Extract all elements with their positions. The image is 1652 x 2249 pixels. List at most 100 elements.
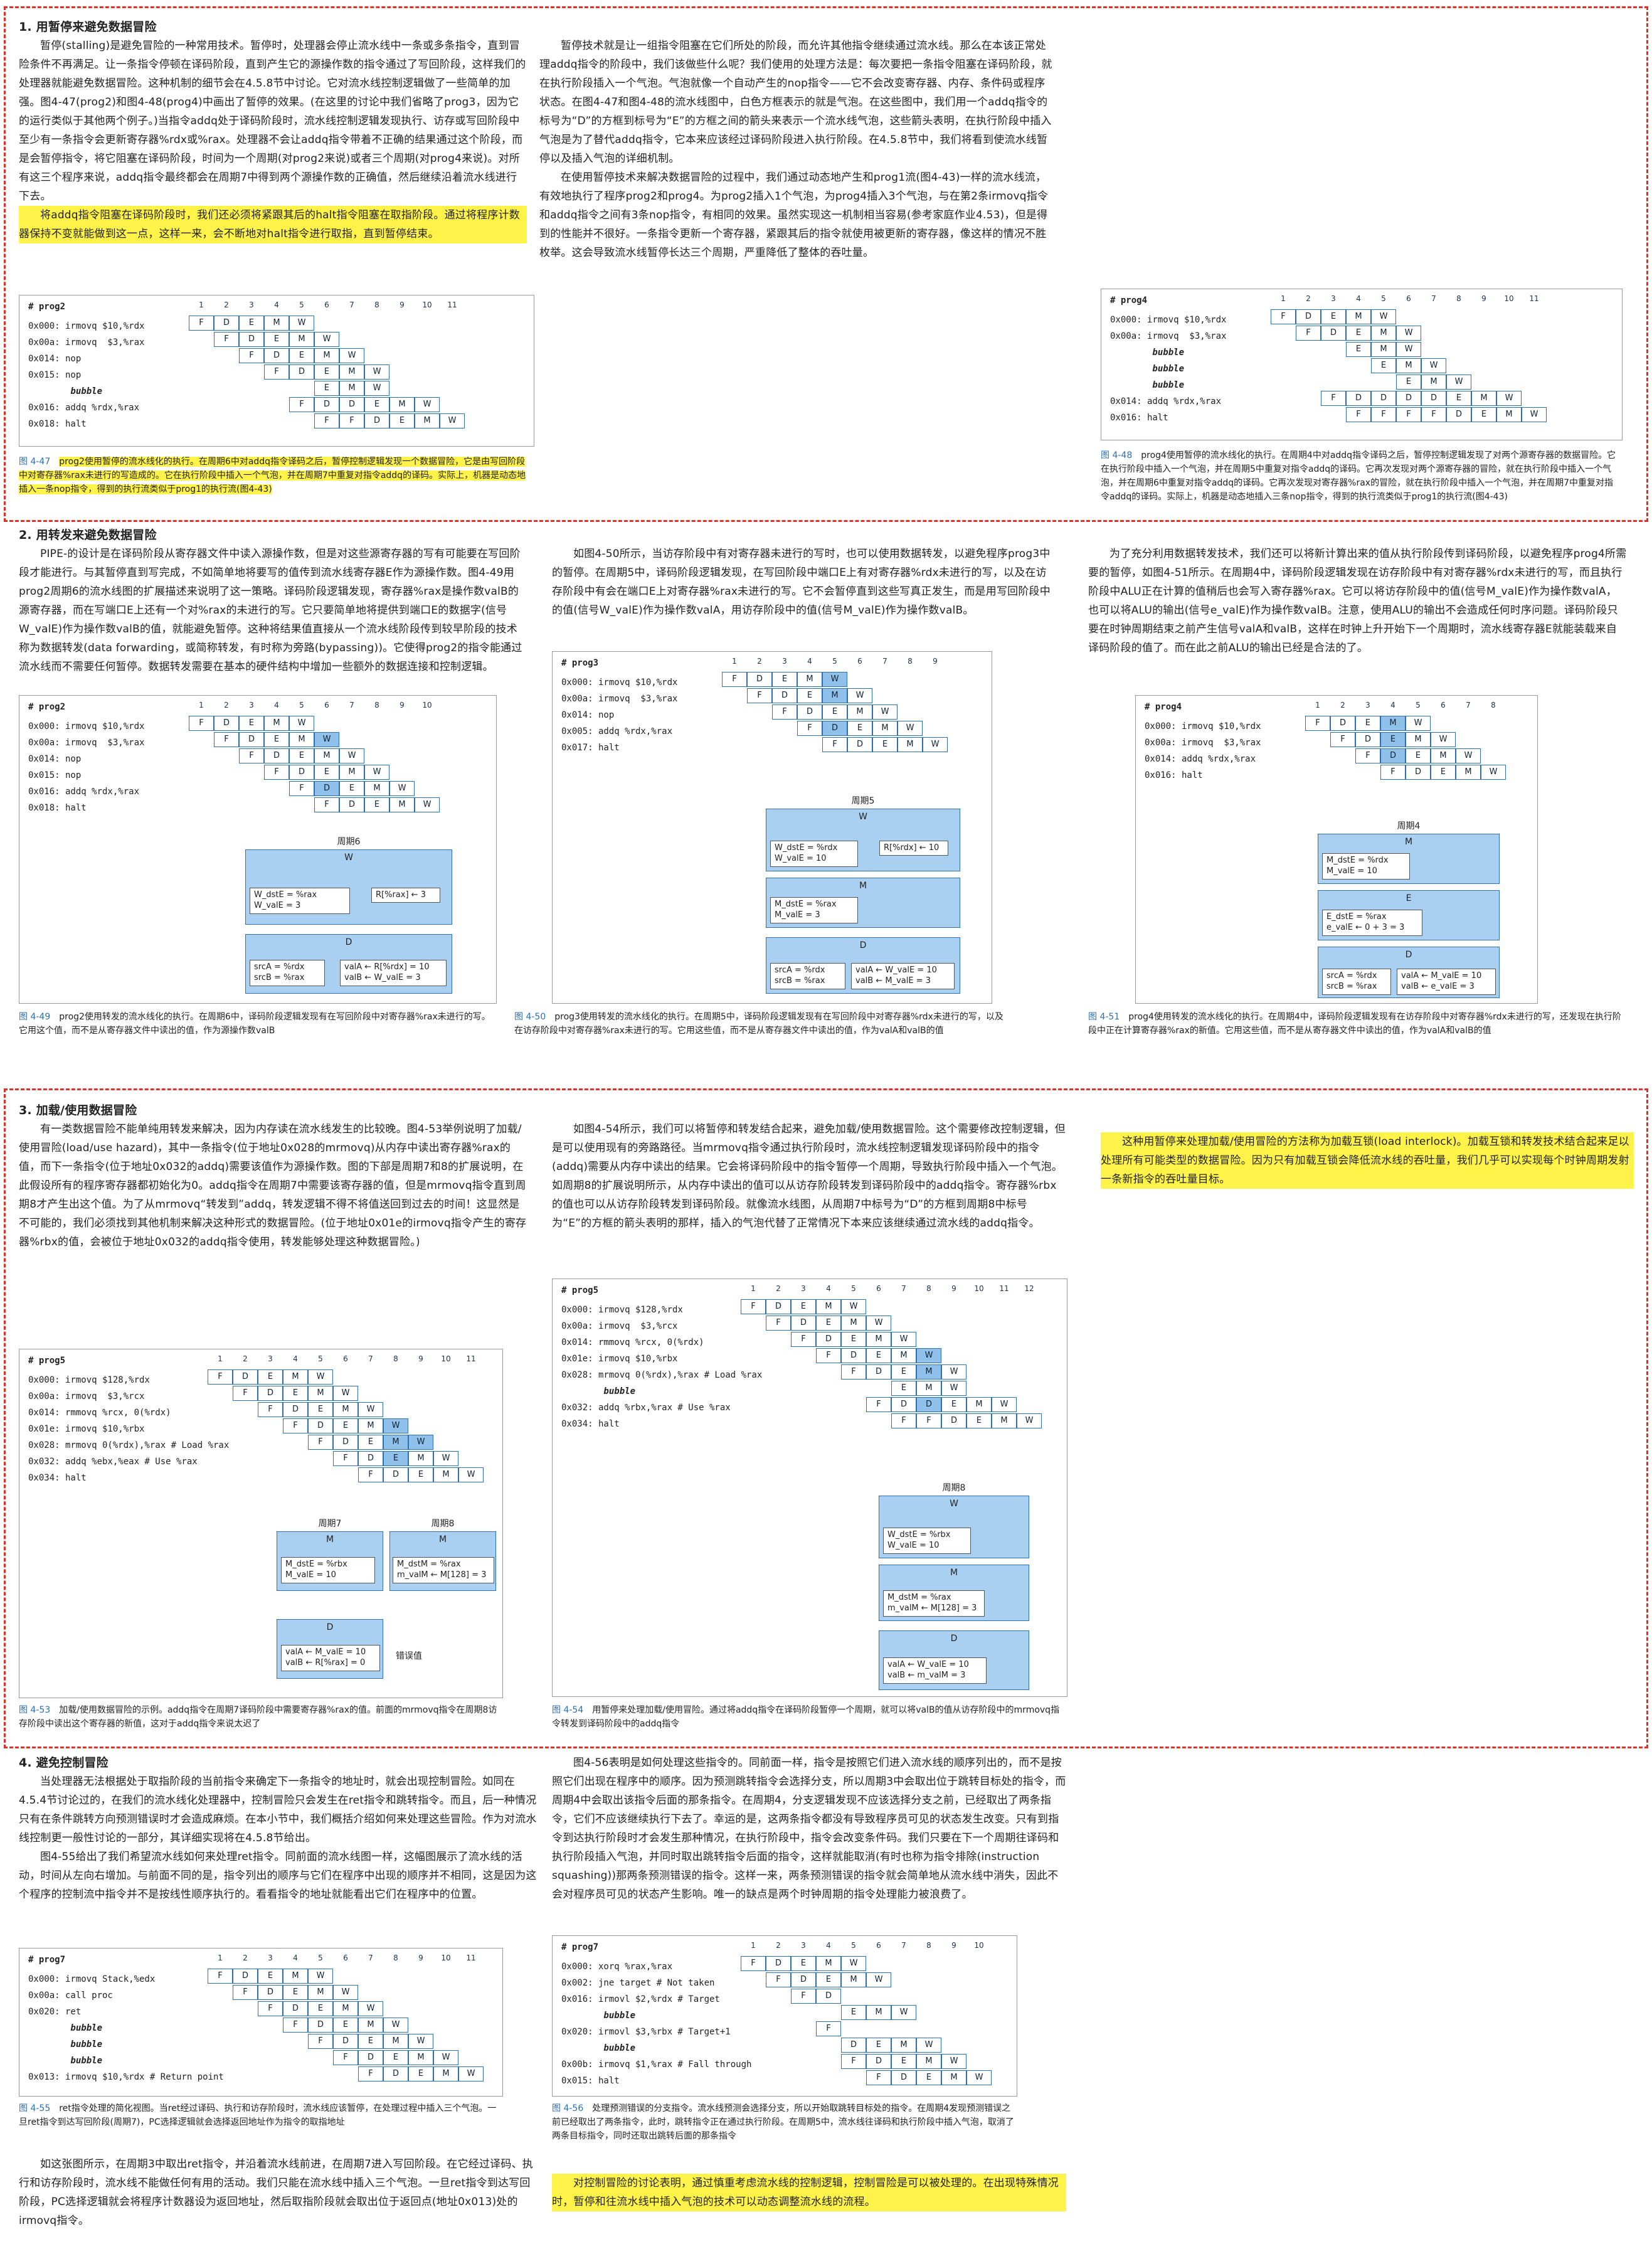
pipeline-stage-cell: E: [841, 2005, 866, 2020]
pipeline-stage-cell: E: [1346, 342, 1371, 357]
pipeline-stage-cell: W: [872, 704, 897, 720]
cycle-number: 7: [901, 1284, 906, 1293]
caption-text: prog4使用暂停的流水线化的执行。在周期4中对addq指令译码之后，暂停控制逻…: [1101, 450, 1616, 502]
figure-number: 图 4-49: [19, 1012, 51, 1022]
stage-label: M: [326, 1534, 334, 1545]
pipeline-stage-cell: F: [1296, 326, 1321, 341]
pipeline-stage-cell: M: [841, 1972, 866, 1987]
pipeline-stage-cell: D: [283, 2001, 308, 2016]
code-line: 0x014: nop: [28, 354, 82, 364]
pipeline-stage-cell: F: [1371, 407, 1396, 422]
pipeline-stage-cell: E: [408, 1467, 433, 1482]
stage-e-expanded: E E_dstE = %rax e_valE ← 0 + 3 = 3: [1318, 890, 1500, 940]
figure-number: 图 4-47: [19, 457, 51, 467]
code-line: 0x014: rmmovq %rcx, 0(%rdx): [561, 1337, 704, 1348]
pipeline-stage-cell: M: [916, 1381, 941, 1396]
program-tag: # prog7: [561, 1942, 599, 1952]
pipeline-stage-cell: E: [1471, 407, 1496, 422]
cycle-number: 9: [1481, 294, 1486, 303]
cycle-number: 1: [751, 1941, 756, 1950]
pipeline-stage-cell: M: [289, 732, 314, 747]
stage-label: E: [1406, 893, 1412, 903]
pipeline-stage-cell: E: [941, 1397, 966, 1412]
pipeline-stage-cell: M: [916, 2054, 941, 2069]
cycle-label: 周期7: [318, 1519, 342, 1529]
cycle-number: 4: [274, 701, 279, 710]
code-line: 0x000: irmovq $10,%rdx: [28, 321, 145, 331]
pipeline-register: W_dstE = %rax W_valE = 3: [250, 888, 350, 914]
code-line: 0x000: irmovq $128,%rdx: [28, 1375, 150, 1385]
cycle-number: 8: [393, 1354, 398, 1363]
stage-m-expanded: M M_dstE = %rax M_valE = 3: [766, 878, 960, 928]
pipeline-stage-cell: M: [358, 2018, 383, 2033]
stage-w-expanded: 周期8 W W_dstE = %rbx W_valE = 10: [879, 1483, 1029, 1558]
pipeline-stage-cell: M: [1380, 716, 1406, 731]
cycle-number: 11: [447, 300, 457, 309]
cycle-number: 8: [374, 300, 379, 309]
cycle-number: 4: [293, 1354, 298, 1363]
pipeline-stage-cell: E: [389, 413, 415, 428]
pipeline-stage-cell: F: [283, 1418, 308, 1433]
program-tag: # prog3: [561, 658, 599, 668]
pipeline-stage-cell: D: [891, 1397, 916, 1412]
cycle-number: 3: [249, 701, 254, 710]
pipeline-stage-cell: F: [358, 2066, 383, 2082]
cycle-number: 3: [249, 300, 254, 309]
pipeline-stage-cell: M: [389, 797, 415, 812]
pipeline-stage-cell: M: [816, 1956, 841, 1971]
cycle-number: 9: [418, 1954, 423, 1962]
pipeline-stage-cell: E: [333, 1418, 358, 1433]
cycle-number: 1: [218, 1954, 223, 1962]
code-line: 0x00a: irmovq $3,%rcx: [28, 1391, 145, 1401]
cycle-number: 8: [926, 1284, 931, 1293]
pipeline-stage-cell: M: [941, 2070, 966, 2085]
pipeline-stage-cell: F: [822, 737, 847, 752]
pipeline-stage-cell: M: [433, 2066, 458, 2082]
pipeline-stage-cell: F: [308, 1435, 333, 1450]
code-line: bubble: [1110, 364, 1185, 374]
stage-w-expanded: 周期5 W W_dstE = %rdx W_valE = 10 R[%rdx] …: [766, 796, 960, 871]
cycle-number: 5: [299, 300, 304, 309]
pipeline-stage-cell: F: [866, 1397, 891, 1412]
code-line: 0x034: halt: [561, 1419, 620, 1429]
pipeline-stage-cell: M: [389, 397, 415, 412]
pipeline-stage-cell: W: [841, 1956, 866, 1971]
paragraph: 有一类数据冒险不能单纯用转发来解决，因为内存读在流水线发生的比较晚。图4-53举…: [19, 1123, 527, 1248]
code-line: 0x00a: irmovq $3,%rax: [561, 694, 678, 704]
pipeline-stage-cell: W: [1496, 391, 1522, 406]
caption-text: 用暂停来处理加载/使用冒险。通过将addq指令在译码阶段暂停一个周期，就可以将v…: [552, 1705, 1060, 1729]
code-line: bubble: [561, 2043, 636, 2053]
cycle-number: 3: [801, 1941, 806, 1950]
pipeline-stage-cell: F: [916, 1413, 941, 1428]
pipeline-stage-cell: D: [747, 672, 772, 687]
code-line: 0x000: irmovq Stack,%edx: [28, 1974, 156, 1984]
pipeline-stage-cell: D: [1380, 748, 1406, 763]
pipeline-stage-cell: M: [314, 748, 339, 763]
figure-number: 图 4-56: [552, 2103, 584, 2113]
code-line: 0x00a: irmovq $3,%rax: [1145, 738, 1261, 748]
code-line: 0x034: halt: [28, 1473, 87, 1483]
pipeline-stage-cell: F: [258, 1402, 283, 1417]
s2-mid-column: 如图4-50所示，当访存阶段中有对寄存器未进行的写时，也可以使用数据转发，以避免…: [552, 545, 1054, 620]
pipeline-stage-cell: E: [258, 1969, 283, 1984]
pipeline-stage-cell: E: [1396, 375, 1421, 390]
cycle-number: 3: [782, 657, 787, 666]
pipeline-stage-cell: D: [289, 765, 314, 780]
pipeline-stage-cell: M: [364, 781, 389, 796]
stage-label: W: [344, 853, 353, 863]
cycle-number: 4: [1356, 294, 1361, 303]
cycle-number: 1: [199, 701, 204, 710]
pipeline-stage-cell: W: [1017, 1413, 1042, 1428]
pipeline-stage-cell: W: [408, 1435, 433, 1450]
pipeline-stage-cell: D: [214, 316, 239, 331]
cycle-number: 7: [349, 701, 354, 710]
pipeline-stage-cell: M: [433, 1467, 458, 1482]
pipeline-stage-cell: F: [233, 1386, 258, 1401]
cycle-number: 5: [832, 657, 837, 666]
cycle-number: 8: [1456, 294, 1461, 303]
pipeline-stage-cell: E: [358, 2034, 383, 2049]
